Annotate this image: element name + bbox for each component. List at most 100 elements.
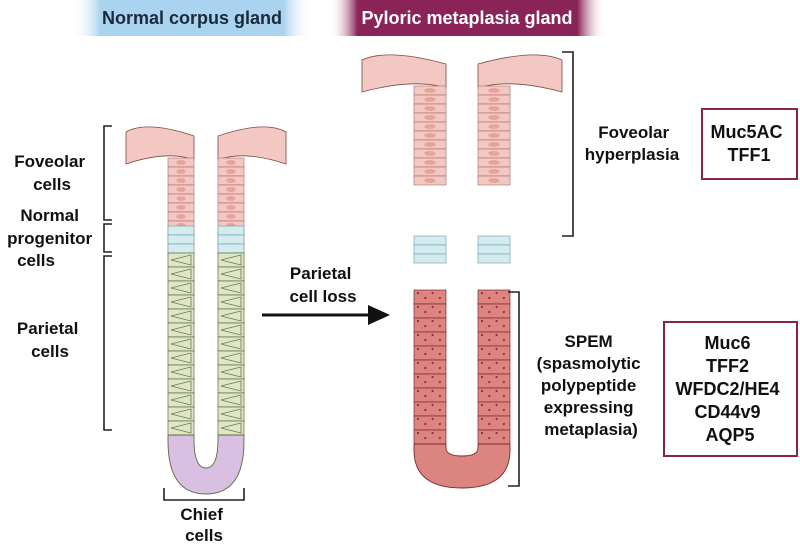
progenitor-cell: [477, 235, 511, 246]
cell-nucleus: [176, 205, 186, 210]
cell-nucleus: [488, 124, 500, 129]
foveolar-bracket: [103, 125, 112, 221]
parietal-canaliculus: [220, 366, 242, 378]
parietal-canaliculus: [170, 366, 192, 378]
cell-nucleus: [226, 178, 236, 183]
mucin-granule: [502, 408, 505, 412]
mucin-granule: [502, 296, 505, 300]
parietal-bracket: [103, 255, 112, 431]
spem-cell-base: [413, 443, 511, 489]
parietal-canaliculus: [220, 394, 242, 406]
cell-nucleus: [488, 160, 500, 165]
progenitor-cell: [217, 225, 245, 236]
cell-nucleus: [488, 97, 500, 102]
mucin-granule: [416, 333, 420, 337]
mucin-granule: [431, 417, 434, 421]
cell-nucleus: [226, 205, 236, 210]
mucin-granule: [431, 291, 434, 295]
mucin-granule: [488, 436, 491, 440]
mucin-granule: [431, 375, 434, 379]
mucin-granule: [502, 324, 505, 328]
parietal-cell-loss-arrow: [262, 305, 390, 325]
mucin-granule: [502, 422, 505, 426]
cell-nucleus: [226, 196, 236, 201]
marker-wfdc2-he4: WFDC2/HE4: [675, 379, 779, 399]
parietal-canaliculus: [170, 380, 192, 392]
mucin-granule: [502, 380, 505, 384]
pyloric-gland-header: Pyloric metaplasia gland: [330, 0, 605, 36]
mucin-granule: [488, 338, 491, 342]
cell-nucleus: [176, 160, 186, 165]
mucin-granule: [438, 366, 441, 370]
mucin-granule: [495, 389, 498, 393]
parietal-canaliculus: [170, 352, 192, 364]
mucin-granule: [502, 366, 505, 370]
cell-nucleus: [424, 151, 436, 156]
mucin-granule: [424, 296, 427, 300]
mucin-granule: [438, 324, 441, 328]
spem-cell: [477, 429, 511, 445]
progenitor-cell: [413, 253, 447, 264]
mucin-granule: [416, 417, 420, 421]
chief-bracket: [163, 488, 245, 501]
parietal-canaliculus: [170, 338, 192, 350]
cell-nucleus: [176, 169, 186, 174]
progenitor-bracket: [103, 223, 112, 253]
parietal-canaliculus: [220, 380, 242, 392]
cell-nucleus: [424, 97, 436, 102]
mucin-granule: [416, 347, 420, 351]
cell-nucleus: [176, 214, 186, 219]
mucin-granule: [416, 431, 420, 435]
spem-cell: [477, 303, 511, 319]
normal-corpus-gland-illustration: [125, 126, 287, 495]
mucin-granule: [495, 347, 498, 351]
spem-cell: [413, 359, 447, 375]
mucin-granule: [502, 436, 505, 440]
mucin-granule: [488, 324, 491, 328]
parietal-canaliculus: [220, 324, 242, 336]
foveolar-cap: [477, 54, 563, 93]
svg-text:Muc6 TFF2 WFDC2/HE: Muc6 TFF2 WFDC2/HE4 CD44v9 AQP5: [675, 333, 784, 445]
spem-cell: [477, 359, 511, 375]
mucin-granule: [431, 389, 434, 393]
mucin-granule: [424, 352, 427, 356]
mucin-granule: [416, 389, 420, 393]
spem-cell: [413, 373, 447, 389]
mucin-granule: [495, 375, 498, 379]
parietal-canaliculus: [220, 268, 242, 280]
parietal-canaliculus: [170, 408, 192, 420]
mucin-granule: [424, 324, 427, 328]
cell-nucleus: [176, 178, 186, 183]
parietal-cells-label: Parietal cells: [17, 319, 83, 361]
mucin-granule: [424, 310, 427, 314]
mucin-granule: [438, 422, 441, 426]
parietal-canaliculus: [220, 296, 242, 308]
foveolar-cells-label: Foveolar cells: [14, 152, 90, 194]
parietal-canaliculus: [220, 422, 242, 434]
spem-cell: [413, 345, 447, 361]
mucin-granule: [480, 403, 484, 407]
mucin-granule: [424, 366, 427, 370]
mucin-granule: [488, 408, 491, 412]
mucin-granule: [438, 408, 441, 412]
marker-tff1: TFF1: [728, 145, 771, 165]
chief-cell-base: [167, 434, 245, 495]
mucin-granule: [488, 394, 491, 398]
mucin-granule: [424, 380, 427, 384]
mucin-granule: [416, 319, 420, 323]
mucin-granule: [424, 436, 427, 440]
mucin-granule: [416, 361, 420, 365]
normal-gland-header: Normal corpus gland: [72, 0, 312, 36]
parietal-canaliculus: [170, 422, 192, 434]
cell-nucleus: [488, 169, 500, 174]
cell-nucleus: [488, 88, 500, 93]
spem-cell: [477, 317, 511, 333]
normal-progenitor-cells-label: Normal progenitor cells: [7, 206, 97, 270]
mucin-granule: [431, 319, 434, 323]
mucin-granule: [488, 380, 491, 384]
cell-nucleus: [488, 133, 500, 138]
cell-nucleus: [424, 106, 436, 111]
cell-nucleus: [488, 178, 500, 183]
cell-nucleus: [424, 178, 436, 183]
